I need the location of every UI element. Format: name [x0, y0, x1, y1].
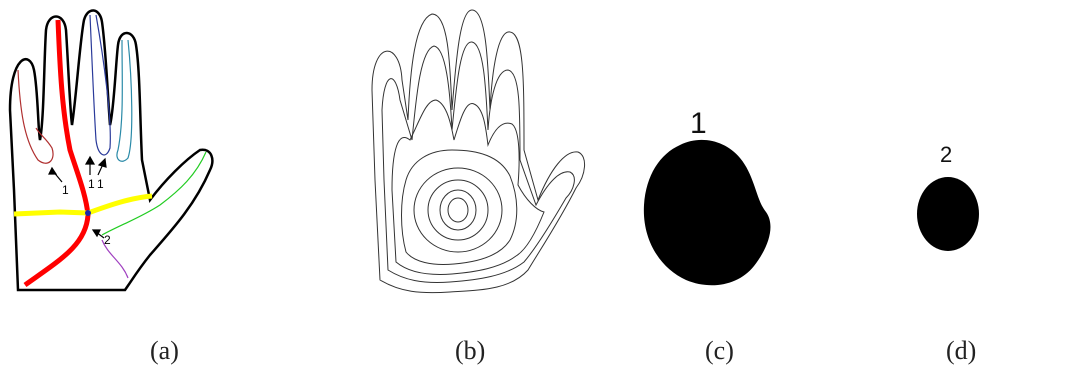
contour-8 — [447, 197, 469, 223]
label-gap-2: 1 — [88, 177, 95, 191]
contour-7 — [439, 189, 477, 231]
region-label-1: 1 — [690, 107, 707, 140]
hand-outline-a — [8, 9, 214, 292]
region-2-blob — [917, 177, 979, 251]
contour-5 — [413, 167, 503, 253]
region-1-blob — [643, 139, 771, 286]
label-gap-1: 1 — [62, 183, 69, 197]
thumb-line-purple — [101, 239, 129, 279]
middle-finger-line — [89, 14, 111, 156]
panel-a-hand-skeleton: 1 1 1 2 — [8, 9, 214, 292]
thumb-line-green — [101, 151, 207, 236]
index-finger-line — [116, 39, 133, 162]
panel-d-region-2: 2 — [917, 142, 979, 251]
contour-outer — [371, 9, 585, 294]
contour-2 — [381, 41, 575, 283]
contour-6 — [427, 179, 489, 241]
contour-3 — [391, 99, 545, 275]
caption-a: (a) — [150, 336, 179, 365]
label-thumb-gap: 2 — [104, 233, 111, 247]
center-dot — [85, 210, 91, 216]
region-label-2: 2 — [940, 142, 952, 167]
panel-c-region-1: 1 — [643, 107, 771, 286]
main-line-red — [23, 19, 91, 288]
caption-c: (c) — [705, 336, 734, 365]
contour-4 — [401, 149, 518, 265]
caption-d: (d) — [946, 336, 977, 365]
arrows-group — [48, 155, 107, 239]
little-finger-line — [17, 69, 54, 164]
label-gap-3: 1 — [97, 177, 104, 191]
panel-b-hand-contours — [371, 9, 585, 294]
caption-b: (b) — [455, 336, 486, 365]
